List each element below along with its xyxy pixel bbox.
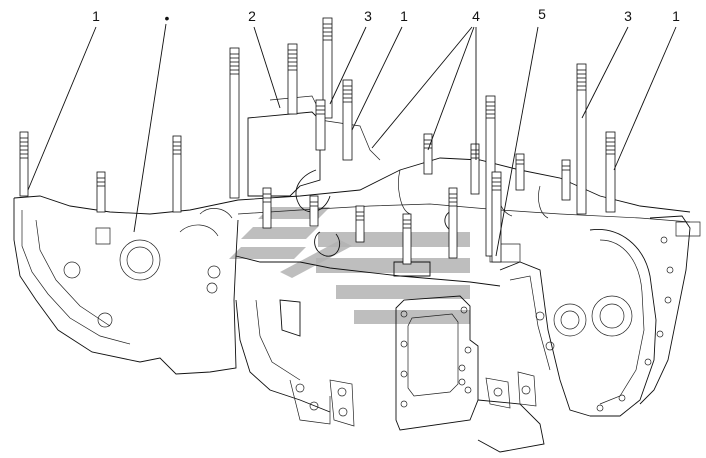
callout-2: 2 — [248, 8, 256, 24]
callout-dot-marker: • — [164, 10, 170, 26]
stud — [287, 43, 298, 115]
leader-4a — [371, 26, 473, 149]
leader-1-right — [613, 26, 677, 171]
stud — [423, 133, 433, 175]
stud — [470, 143, 480, 195]
leader-5 — [495, 26, 539, 257]
callout-1-right: 1 — [672, 8, 680, 24]
stud — [322, 17, 333, 119]
leader-dot — [133, 23, 167, 233]
stud — [315, 99, 326, 151]
leader-1-left — [27, 26, 97, 191]
crankcase-body — [13, 95, 701, 453]
stud — [96, 171, 106, 213]
stud — [515, 153, 525, 191]
leader-2 — [253, 26, 281, 109]
callout-1-center: 1 — [400, 8, 408, 24]
stud — [19, 131, 29, 197]
leader-4b — [427, 26, 475, 151]
stud — [309, 195, 319, 227]
callout-1-left: 1 — [92, 8, 100, 24]
stud — [402, 213, 412, 265]
stud — [172, 135, 182, 213]
stud — [262, 187, 272, 229]
stud — [448, 187, 458, 259]
callout-5: 5 — [538, 6, 546, 22]
callout-3-center: 3 — [364, 8, 372, 24]
stud — [576, 63, 587, 215]
stud — [561, 159, 571, 201]
stud — [605, 131, 616, 213]
leader-lines — [27, 23, 677, 257]
callout-4: 4 — [472, 8, 480, 24]
callout-3-right: 3 — [624, 8, 632, 24]
stud — [342, 79, 353, 161]
leader-3-right — [581, 26, 629, 119]
studs — [19, 17, 616, 265]
stud — [229, 47, 240, 199]
stud — [491, 171, 502, 263]
leader-1-center — [351, 26, 403, 131]
stud — [355, 205, 365, 243]
leader-3-center — [329, 26, 367, 105]
